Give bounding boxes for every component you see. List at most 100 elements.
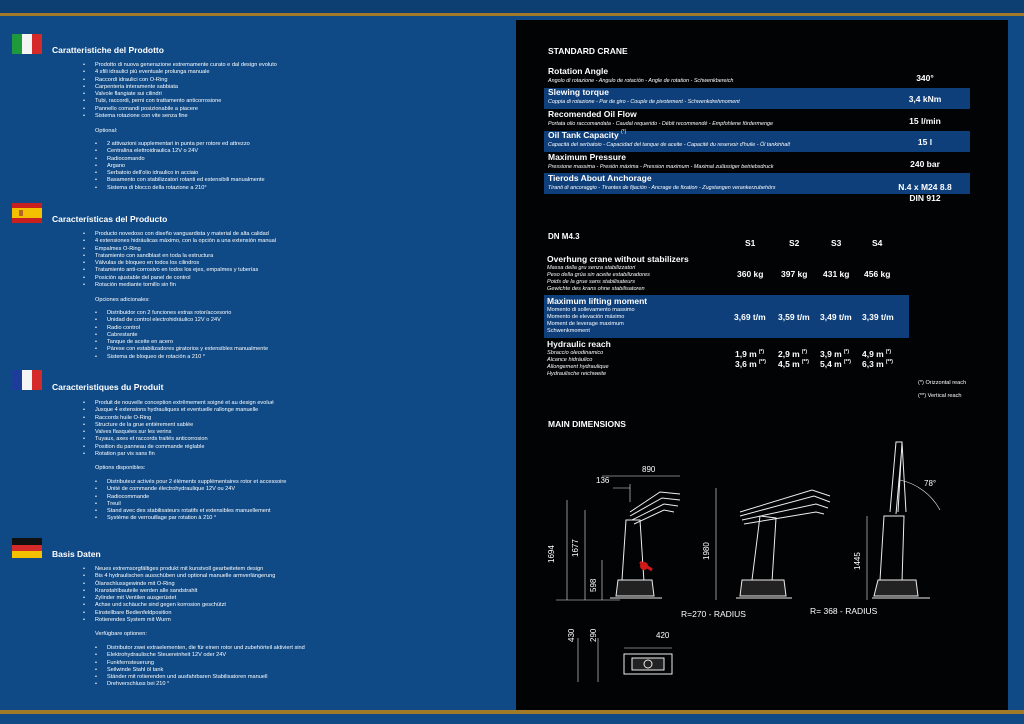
reach-value: 4,9 m [862,349,884,359]
reach-horizontal: 1,9 m(*) [735,349,764,359]
dim-1445: 1445 [853,552,862,570]
list-item: Basamento con stabilizzatori rotanti ed … [95,177,355,185]
spec-subtitle: Angolo di rotazione - Angulo de rotación… [548,78,734,84]
crane-drawing-1 [556,475,681,601]
nostab-sub: Massa della gru senza stabilizzatori [547,265,636,271]
reach-horizontal: 2,9 m(*) [778,349,807,359]
moment-s2: 3,59 t/m [778,312,810,322]
list-item: 4 sfili idraulici più eventuale prolunga… [83,69,343,77]
list-item: Zylinder mit Ventilen ausgerüstet [83,595,343,603]
list-item: Radio control [95,325,355,333]
dim-420: 420 [656,631,670,640]
crane-drawing-2 [715,488,831,600]
features-it: Prodotto di nuova generazione estremamen… [83,62,343,121]
moment-title: Maximum lifting moment [547,296,648,306]
list-item: Neues extremsorgfältiges produkt mit kun… [83,566,343,574]
list-item: Elektrohydraulische Steuereinheit 12V od… [95,652,355,660]
list-item: Tuyaux, axes et raccords traités anticor… [83,436,343,444]
moment-s4: 3,39 t/m [862,312,894,322]
spec-name: Oil Tank Capacity [548,130,619,140]
italy-flag-icon [12,34,42,54]
crane-top-view [577,638,673,682]
reach-subs: Sbraccio oleodinamico Alcance hidráulico… [547,350,609,378]
spec-value: 3,4 kNm [908,94,942,104]
reach-value: 5,4 m [820,359,842,369]
row-bar-tierods [544,173,970,194]
list-item: Párese con estabilizadores giratorios y … [95,346,355,354]
reach-value: 3,9 m [820,349,842,359]
list-item: Kranstahlbauteile werden alle sandstrahl… [83,588,343,596]
features-fr: Produit de nouvelle conception extrêmeme… [83,400,343,459]
section-title-fr: Caracteristiques du Produit [52,382,164,392]
reach-vertical: 5,4 m(**) [820,359,851,369]
dim-1694: 1694 [547,545,556,563]
moment-sub: Momento de elevación máximo [547,313,625,320]
list-item: Bis 4 hydraulischen ausschüben und optio… [83,573,343,581]
spec-value: 240 bar [910,159,940,169]
spec-name: Tierods About Anchorage [548,173,652,183]
reach-value: 2,9 m [778,349,800,359]
list-item: Argano [95,163,355,171]
list-item: Prodotto di nuova generazione estremamen… [83,62,343,70]
row-bar-tank [544,131,970,152]
dim-430: 430 [567,628,576,642]
optional-label-fr: Options disponibles: [95,465,146,471]
nostab-title: Overhung crane without stabilizers [547,254,689,264]
options-de: Distributor zwei extraelementen, die für… [95,645,355,689]
top-stripe [0,0,1024,16]
dimensions-title: MAIN DIMENSIONS [548,419,626,429]
dim-136: 136 [596,476,610,485]
col-s1: S1 [745,238,756,248]
moment-s3: 3,49 t/m [820,312,852,322]
dim-290: 290 [589,628,598,642]
crane-drawings [556,441,941,682]
nostab-subs: Massa della gru senza stabilizzatori Pes… [547,265,650,293]
list-item: Treuil [95,501,355,509]
reach-sup: (*) [885,349,892,356]
row-bar-moment [544,295,909,338]
list-item: Centralina elettroidraulica 12V o 24V [95,148,355,156]
list-item: Sistema di blocco della rotazione a 210° [95,185,355,193]
list-item: Radiocomando [95,156,355,164]
spec-value: 15 l/min [909,116,941,126]
list-item: Distributor zwei extraelementen, die für… [95,645,355,653]
options-es: Distribuidor con 2 funciones extras roto… [95,310,355,361]
list-item: Tubi, raccordi, perni con trattamento an… [83,98,343,106]
list-item: Tratamiento anti-corrosivo en todos los … [83,267,343,275]
spec-name: Rotation Angle [548,66,609,76]
list-item: Tanque de aceite en acero [95,339,355,347]
nostab-s1: 360 kg [737,269,764,279]
spain-flag-icon [12,203,42,223]
spec-subtitle: Pressione massima - Presión máxima - Pre… [548,164,774,170]
list-item: Unité de commande électrohydraulique 12V… [95,486,355,494]
optional-label-de: Verfügbare optionen: [95,631,147,637]
dim-890: 890 [642,465,656,474]
spec-name: Recomended Oil Flow [548,109,637,119]
reach-sup: (*) [758,349,765,356]
options-fr: Distributeur activés pour 2 éléments sup… [95,479,355,523]
list-item: Tratamiento con sandblast en toda la est… [83,253,343,261]
right-edge [1008,20,1024,710]
list-item: Ölanschlussgewinde mit O-Ring [83,581,343,589]
spec-value: N.4 x M24 8.8 [898,182,952,192]
dim-1980: 1980 [702,542,711,560]
list-item: Achse und schäuche sind gegen korrosion … [83,602,343,610]
list-item: Válvulas de bloqueo en todos los cilindr… [83,260,343,268]
list-item: Produit de nouvelle conception extrêmeme… [83,400,343,408]
list-item: Empalmes O-Ring [83,246,343,254]
dim-598: 598 [589,578,598,592]
features-de: Neues extremsorgfältiges produkt mit kun… [83,566,343,625]
moment-s1: 3,69 t/m [734,312,766,322]
reach-sup: (**) [843,359,851,366]
list-item: 2 attivazioni supplementari in punta per… [95,141,355,149]
list-item: Funkfernsteuerung [95,660,355,668]
list-item: Sistema de bloqueo de rotación a 210 ° [95,354,355,362]
list-item: Einstellbare Bedienfeldposition [83,610,343,618]
col-s4: S4 [872,238,883,248]
reach-horizontal: 4,9 m(*) [862,349,891,359]
standard-title: STANDARD CRANE [548,46,628,56]
list-item: Jusque 4 extensions hydrauliques et even… [83,407,343,415]
moment-sub: Moment de leverage maximum [547,320,624,327]
optional-label-it: Optional: [95,128,118,134]
note-horizontal: (*) Orizzontal reach [918,380,967,386]
